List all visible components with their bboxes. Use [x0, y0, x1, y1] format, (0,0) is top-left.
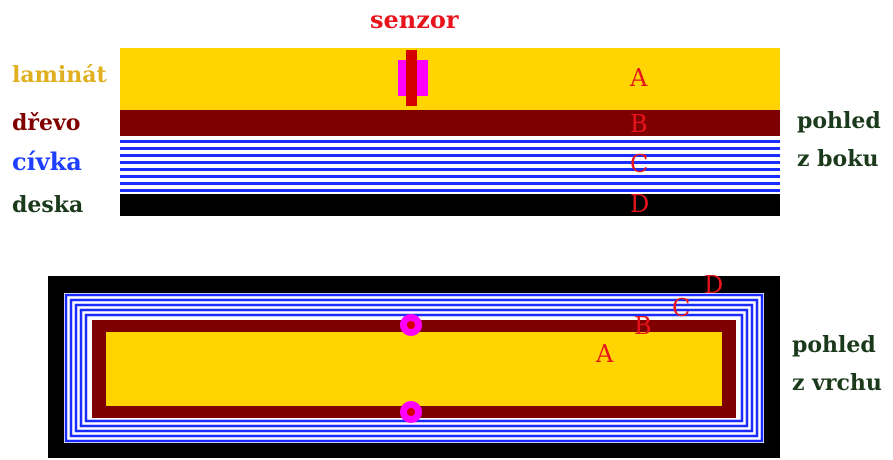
top-letter-c: C: [672, 294, 691, 322]
layer-label-coil: cívka: [12, 147, 82, 176]
coil-layer-side: [120, 138, 780, 194]
board-layer-side: [120, 194, 780, 216]
top-caption-line2: z vrchu: [792, 370, 882, 396]
layer-label-laminate: laminát: [12, 62, 107, 88]
side-letter-d: D: [630, 190, 650, 218]
side-letter-c: C: [630, 150, 649, 178]
top-letter-b: B: [634, 312, 652, 340]
laminate-layer-side: [120, 48, 780, 110]
layer-label-board: deska: [12, 192, 84, 218]
side-letter-a: A: [630, 64, 648, 92]
sensor-top-lower: [400, 401, 422, 423]
sensor-label: senzor: [370, 5, 459, 34]
laminate-top: [106, 332, 722, 406]
side-caption-line1: pohled: [797, 108, 881, 134]
side-caption-line2: z boku: [797, 146, 879, 172]
layer-label-wood: dřevo: [12, 110, 81, 136]
side-letter-b: B: [630, 110, 648, 138]
sensor-top-upper: [400, 314, 422, 336]
wood-layer-side: [120, 110, 780, 136]
sensor-side: [398, 50, 428, 106]
top-letter-a: A: [596, 340, 614, 368]
top-caption-line1: pohled: [792, 332, 876, 358]
top-letter-d: D: [704, 271, 724, 299]
